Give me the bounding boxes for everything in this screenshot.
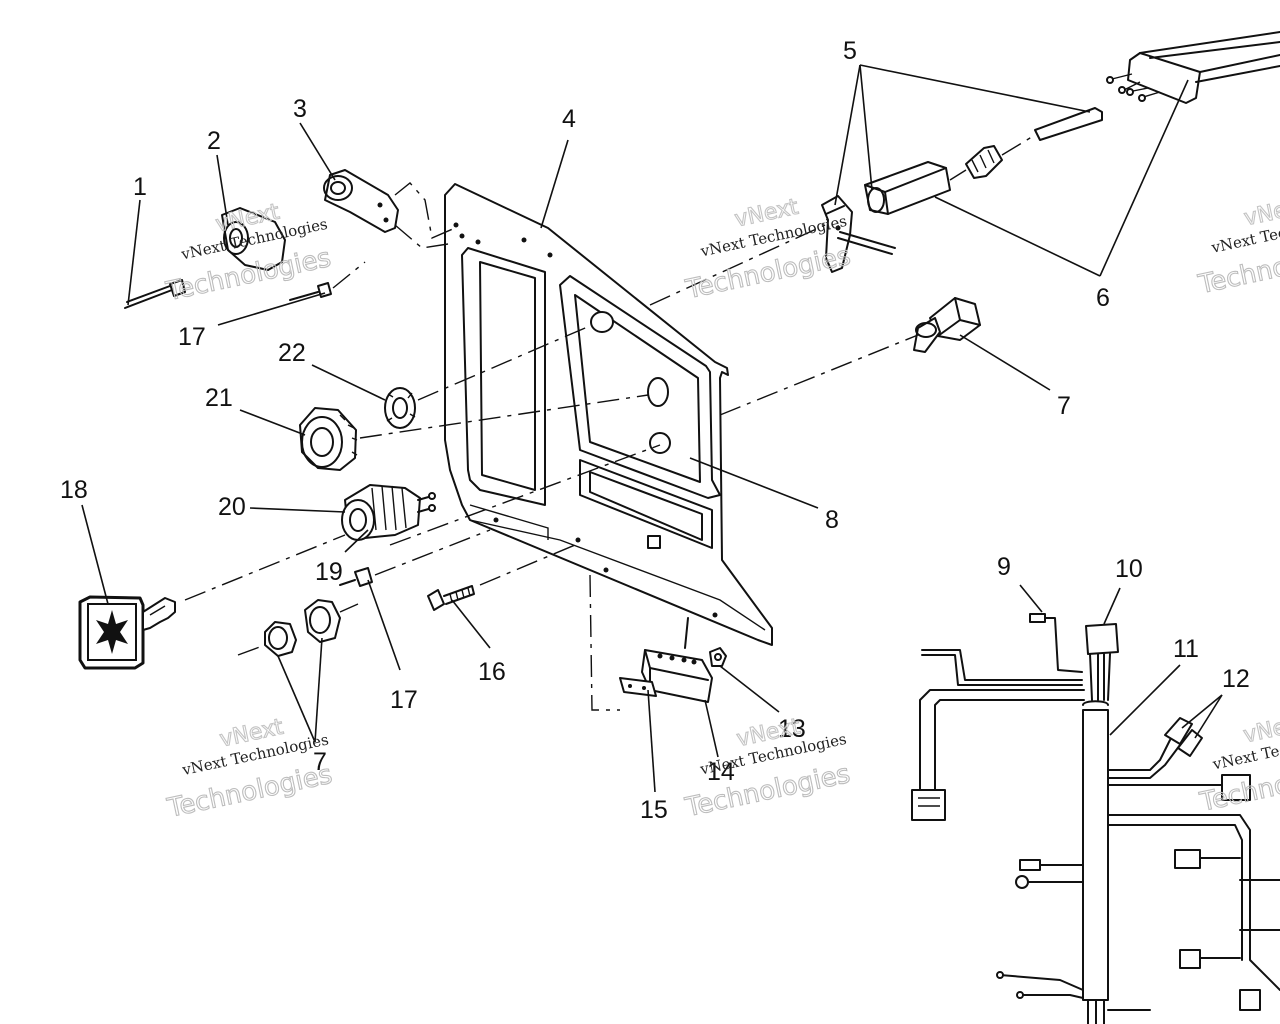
harness-connector-top xyxy=(1106,31,1280,104)
callout-8: 8 xyxy=(825,506,839,534)
wiring-harness xyxy=(911,613,1280,1024)
callout-17-lower: 17 xyxy=(390,686,418,714)
callout-numbers: 1 2 3 4 5 6 7 8 17 22 21 18 20 19 17 16 … xyxy=(60,37,1250,824)
callout-7-lower: 7 xyxy=(313,748,327,776)
bracket-part-3 xyxy=(323,169,456,249)
callout-20: 20 xyxy=(218,493,246,521)
callout-7-toggle: 7 xyxy=(1057,392,1071,420)
callout-18: 18 xyxy=(60,476,88,504)
watermark-bottom-left: vNext vNext Technologies Technologies xyxy=(164,714,336,824)
watermark-bottom-right: vNext vNext Technologies Technologies xyxy=(1196,710,1280,819)
callout-3: 3 xyxy=(293,95,307,123)
nut-part-21 xyxy=(299,394,649,471)
callout-22: 22 xyxy=(278,339,306,367)
callout-6: 6 xyxy=(1096,284,1110,312)
key-part-18 xyxy=(78,534,346,670)
callout-5: 5 xyxy=(843,37,857,65)
callout-10: 10 xyxy=(1115,555,1143,583)
callout-1: 1 xyxy=(133,173,147,201)
dash-panel xyxy=(444,183,773,646)
callout-4: 4 xyxy=(562,105,576,133)
callout-14: 14 xyxy=(707,758,735,786)
ignition-switch-part-20 xyxy=(341,444,661,546)
callout-16: 16 xyxy=(478,658,506,686)
callout-15: 15 xyxy=(640,796,668,824)
watermark-top-left: vNext vNext Technologies Technologies xyxy=(162,199,334,308)
watermark-bottom-center: vNext vNext Technologies Technologies xyxy=(682,714,854,824)
watermark-top-right: vNext vNext Technologies Technologies xyxy=(1195,193,1280,301)
washer-nut-part-19-7 xyxy=(237,599,359,657)
callout-21: 21 xyxy=(205,384,233,412)
screw-part-1 xyxy=(124,279,186,309)
terminal-block-part-13-15 xyxy=(589,574,727,711)
callout-13: 13 xyxy=(778,715,806,743)
toggle-switch-part-7 xyxy=(719,297,981,416)
callout-11: 11 xyxy=(1173,635,1199,663)
leader-lines xyxy=(81,64,1223,793)
plate-part-2 xyxy=(221,207,286,271)
bolt-part-16 xyxy=(427,544,576,611)
callout-2: 2 xyxy=(207,127,221,155)
callout-9: 9 xyxy=(997,553,1011,581)
callout-19: 19 xyxy=(315,558,343,586)
lock-washer-part-22 xyxy=(384,324,593,429)
callout-12: 12 xyxy=(1222,665,1250,693)
latch-assembly-part-5-6 xyxy=(649,107,1103,306)
callout-17-upper: 17 xyxy=(178,323,206,351)
